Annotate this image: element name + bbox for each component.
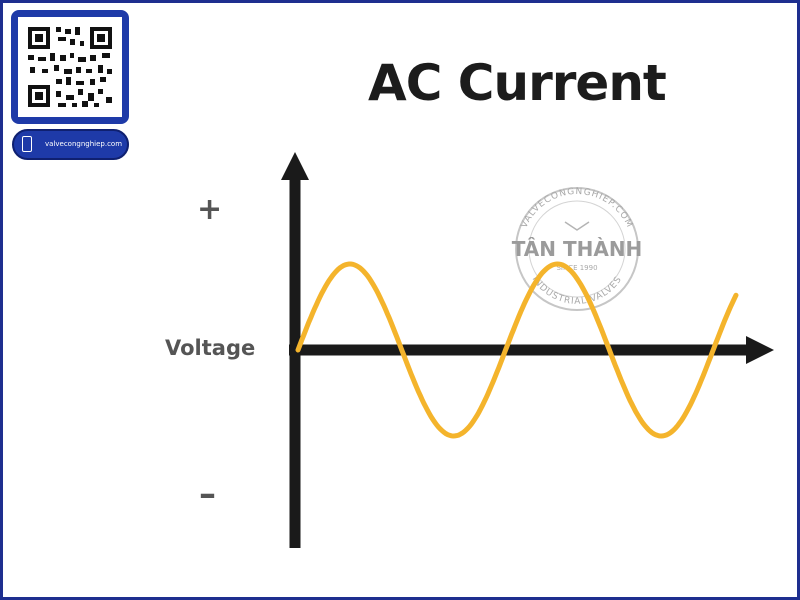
- voltage-label: Voltage: [165, 336, 256, 360]
- seal-since: SINCE 1990: [556, 264, 597, 272]
- seal-emblem-icon: [564, 221, 590, 231]
- phone-icon: [22, 136, 32, 152]
- qr-code-card[interactable]: [11, 10, 129, 124]
- seal-brand: TÂN THÀNH: [512, 237, 643, 261]
- website-link[interactable]: valvecongnghiep.com: [12, 129, 129, 160]
- qr-code-icon: [18, 17, 122, 117]
- x-axis-arrowhead-icon: [746, 336, 774, 364]
- negative-label: –: [199, 474, 216, 514]
- y-axis-arrowhead-icon: [281, 152, 309, 180]
- website-url: valvecongnghiep.com: [45, 140, 123, 148]
- sine-wave: [295, 261, 739, 439]
- page-title: AC Current: [368, 54, 667, 112]
- positive-label: +: [197, 192, 223, 227]
